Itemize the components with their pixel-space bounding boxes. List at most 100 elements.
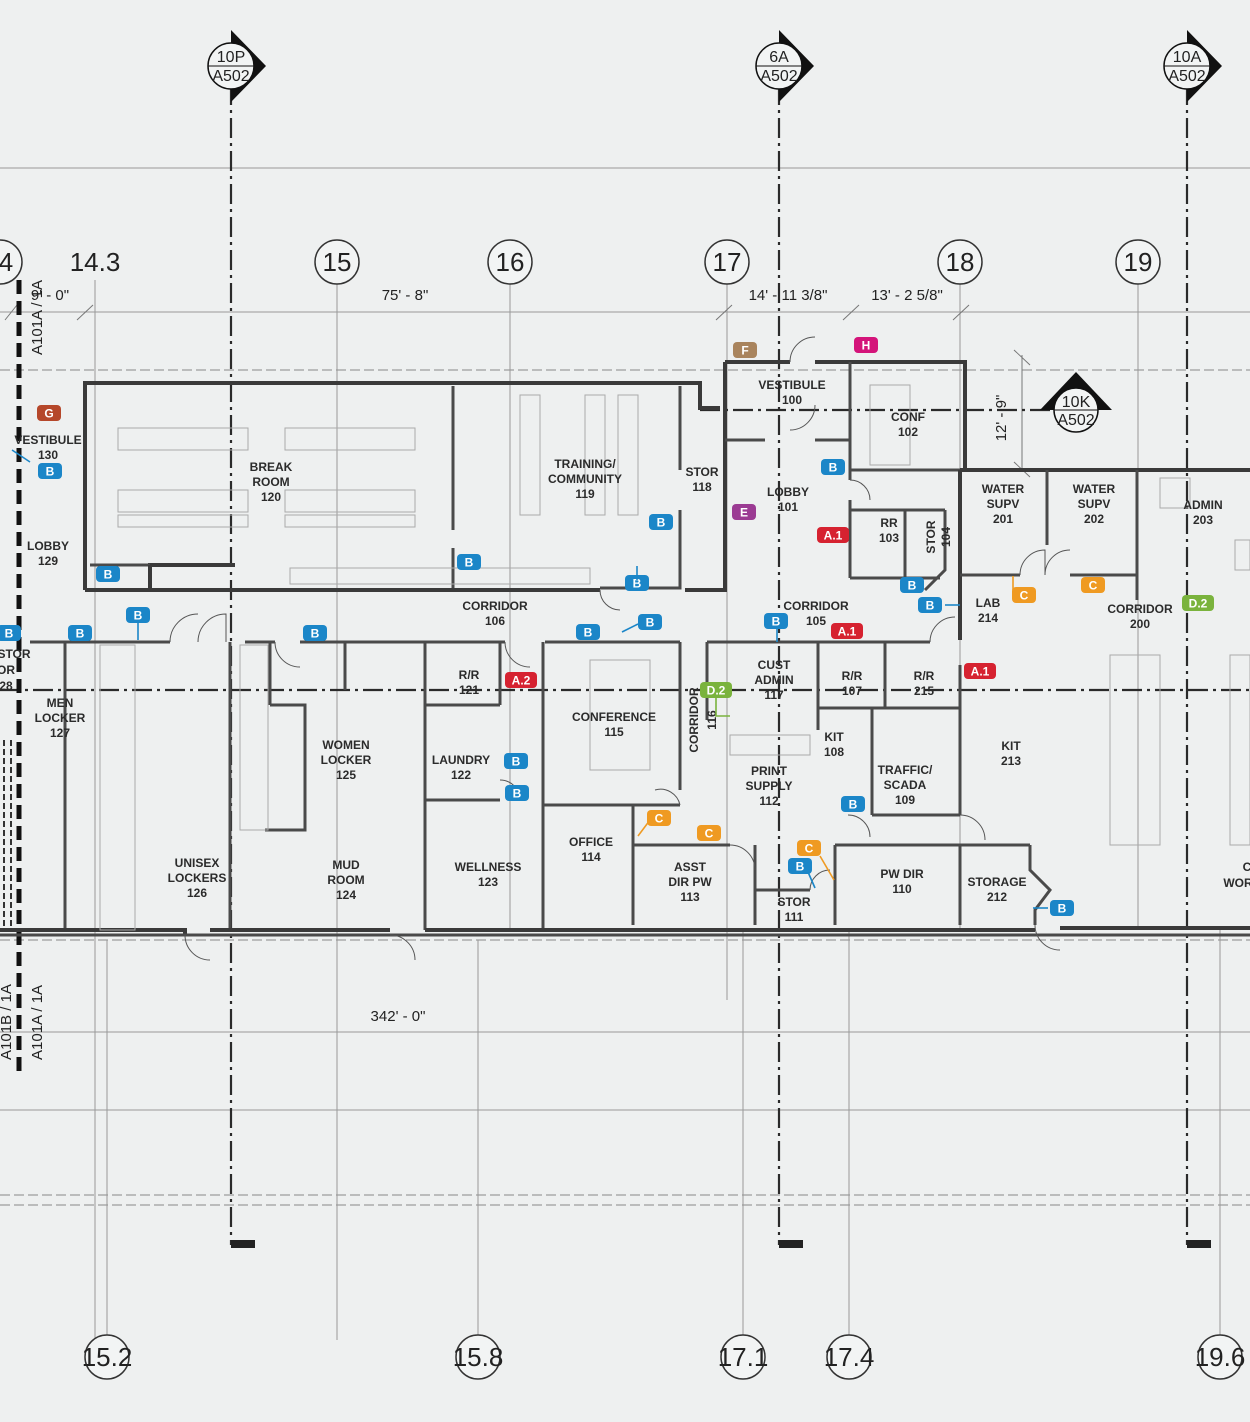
room-number: 111 <box>785 910 804 924</box>
room-number: 104 <box>939 527 953 547</box>
room-name: CORRIDOR <box>687 687 701 753</box>
room-number: 117 <box>764 688 784 702</box>
section-marker: 6A A502 <box>755 30 814 102</box>
section-sheet: A502 <box>760 68 797 85</box>
room-name: LOCKER <box>35 711 86 725</box>
room-number: 100 <box>782 393 802 407</box>
room-name: WOR <box>1223 876 1250 890</box>
grid-bubble: 17.4 <box>824 1334 875 1380</box>
room-number: 126 <box>187 886 207 900</box>
keynote-tag: B <box>38 463 62 479</box>
keynote-tag-label: B <box>104 568 113 582</box>
room-number: 215 <box>914 684 934 698</box>
keynote-tag: G <box>37 405 61 421</box>
room-name: R/R <box>842 669 863 683</box>
grid-bubble: 14.3 <box>70 247 121 277</box>
room-number: 112 <box>759 794 779 808</box>
keynote-tag-label: A.1 <box>838 625 857 639</box>
grid-label: 15.2 <box>82 1342 133 1372</box>
match-line-label: A101A / 1A <box>29 985 46 1060</box>
room-name: DIR PW <box>668 875 712 889</box>
keynote-tag: A.1 <box>964 663 996 679</box>
room-name: LOCKERS <box>168 871 227 885</box>
keynote-tag-label: B <box>513 787 522 801</box>
grid-bubble: 16 <box>487 239 533 285</box>
room-name: R/R <box>914 669 935 683</box>
room-number: 125 <box>336 768 356 782</box>
keynote-tag-label: A.2 <box>512 674 531 688</box>
keynote-tag-label: C <box>1089 579 1098 593</box>
room-name: WOMEN <box>322 738 369 752</box>
room-name: OR <box>0 663 15 677</box>
grid-bubble: 17 <box>704 239 750 285</box>
grid-label: 17.4 <box>824 1342 875 1372</box>
room-name: MUD <box>332 858 360 872</box>
partial-labels: STOR OR 28 WOR C <box>0 647 1250 890</box>
room-name: WELLNESS <box>455 860 522 874</box>
keynote-tag-label: C <box>1020 589 1029 603</box>
room-number: 213 <box>1001 754 1021 768</box>
section-sheet: A502 <box>1168 68 1205 85</box>
keynote-tag-label: B <box>772 615 781 629</box>
grid-label: 17 <box>713 247 742 277</box>
keynote-tag-label: B <box>657 516 666 530</box>
room-name: WATER <box>982 482 1025 496</box>
room-number: 118 <box>692 480 712 494</box>
section-id: 10P <box>217 49 245 66</box>
room-name: VESTIBULE <box>758 378 825 392</box>
keynote-tag-label: B <box>646 616 655 630</box>
section-sheet: A502 <box>212 68 249 85</box>
dimension-text: 13' - 2 5/8" <box>871 287 943 304</box>
room-name: CONF <box>891 410 925 424</box>
keynote-tag: B <box>505 785 529 801</box>
grid-label: 18 <box>946 247 975 277</box>
keynote-tag: B <box>918 597 942 613</box>
room-number: 212 <box>987 890 1007 904</box>
keynote-tag-label: B <box>512 755 521 769</box>
room-name: ADMIN <box>1183 498 1222 512</box>
keynote-tag: C <box>697 825 721 841</box>
keynote-tag: A.1 <box>817 527 849 543</box>
room-name: KIT <box>1001 739 1021 753</box>
section-marker: 10K A502 <box>1040 372 1112 433</box>
keynote-tag-label: B <box>46 465 55 479</box>
grid-label: 15.8 <box>453 1342 504 1372</box>
keynote-tag-label: B <box>584 626 593 640</box>
tag-arrows <box>11 449 1048 909</box>
room-number: 110 <box>892 882 912 896</box>
room-name: CONFERENCE <box>572 710 656 724</box>
room-name: SUPV <box>1078 497 1111 511</box>
grid-bubble: 17.1 <box>718 1334 768 1380</box>
match-line-label: A101B / 1A <box>0 984 15 1060</box>
keynote-tag-label: B <box>76 627 85 641</box>
room-name: PW DIR <box>880 867 924 881</box>
room-name: LOBBY <box>767 485 809 499</box>
keynote-tag-label: B <box>134 609 143 623</box>
grid-label: 14.3 <box>70 247 121 277</box>
section-cut-lines <box>0 85 1250 1248</box>
room-name: C <box>1243 860 1250 874</box>
room-name: CUST <box>758 658 791 672</box>
room-number: 116 <box>705 710 719 730</box>
walls <box>0 360 1250 937</box>
room-number: 101 <box>778 500 798 514</box>
room-number: 130 <box>38 448 58 462</box>
room-name: ROOM <box>252 475 289 489</box>
